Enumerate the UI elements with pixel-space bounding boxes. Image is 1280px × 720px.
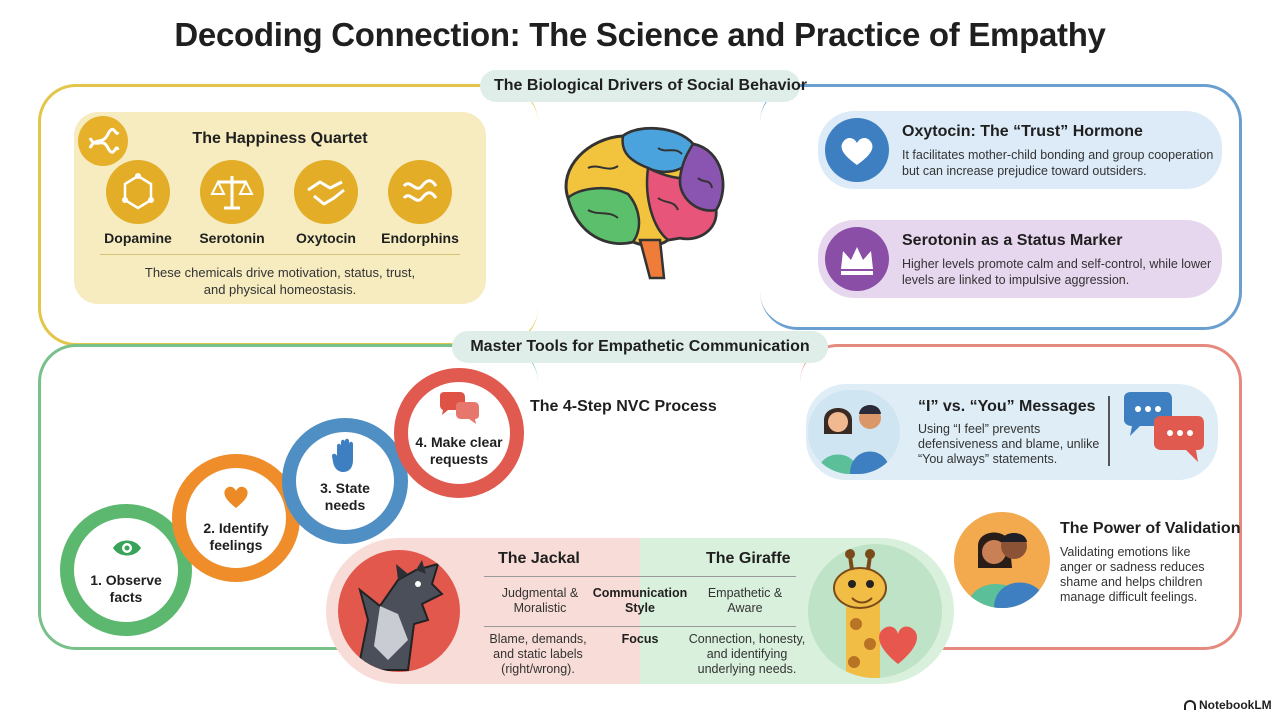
nvc-step-1-label: 1. Observe facts: [90, 572, 162, 605]
giraffe-icon: [808, 544, 942, 678]
hand-icon: [331, 438, 361, 479]
molecule-icon: [106, 160, 170, 224]
speech-bubbles-icon: [1120, 392, 1210, 473]
giraffe-focus: Connection, honesty, and identifying und…: [688, 632, 806, 676]
table-line-2: [484, 626, 796, 627]
nvc-step-3-label: 3. State needs: [320, 480, 370, 513]
heart-icon: [825, 118, 889, 182]
heart-icon: [222, 484, 250, 515]
oxytocin-title: Oxytocin: The “Trust” Hormone: [902, 123, 1143, 140]
page-title: Decoding Connection: The Science and Pra…: [174, 16, 1106, 53]
quartet-description: These chemicals drive motivation, status…: [144, 265, 416, 297]
nvc-step-4: 4. Make clear requests: [394, 368, 524, 498]
happiness-quartet-panel: The Happiness Quartet Dopamine Serotonin…: [74, 112, 486, 304]
i-you-text: Using “I feel” prevents defensiveness an…: [918, 422, 1100, 466]
serotonin-title: Serotonin as a Status Marker: [902, 232, 1123, 249]
oxytocin-text: It facilitates mother-child bonding and …: [902, 148, 1214, 178]
row-label-style: Communication Style: [592, 586, 688, 615]
speech-divider: [1108, 396, 1110, 466]
quartet-title: The Happiness Quartet: [192, 130, 368, 147]
jackal-focus: Blame, demands, and static labels (right…: [489, 632, 587, 676]
dna-icon: [78, 116, 128, 166]
chemical-label-endorphins: Endorphins: [381, 230, 459, 246]
section-header-biology: The Biological Drivers of Social Behavio…: [480, 70, 807, 102]
wolf-icon: [338, 550, 460, 672]
brain-icon: [548, 118, 732, 284]
validation-text: Validating emotions like anger or sadnes…: [1060, 545, 1205, 604]
crown-icon: [825, 227, 889, 291]
validation-title: The Power of Validation: [1060, 520, 1241, 537]
section-header-communication: Master Tools for Empathetic Communicatio…: [452, 331, 828, 363]
scales-icon: [200, 160, 264, 224]
chemical-label-dopamine: Dopamine: [104, 230, 172, 246]
hug-icon: [954, 512, 1050, 608]
nvc-step-2-label: 2. Identify feelings: [203, 520, 269, 553]
notebooklm-logo-icon: [1184, 700, 1196, 710]
notebooklm-brand: NotebookLM: [1184, 698, 1272, 712]
nvc-step-3: 3. State needs: [282, 418, 408, 544]
quartet-divider: [100, 254, 460, 255]
nvc-step-2: 2. Identify feelings: [172, 454, 300, 582]
serotonin-card: Serotonin as a Status Marker Higher leve…: [818, 220, 1222, 298]
couple-icon: [808, 390, 900, 474]
nvc-step-4-label: 4. Make clear requests: [415, 434, 503, 467]
jackal-title: The Jackal: [498, 550, 580, 567]
wave-icon: [388, 160, 452, 224]
top-right-frame: [760, 84, 1242, 330]
jackal-giraffe-comparison: The Jackal The Giraffe Judgmental & Mora…: [326, 538, 954, 684]
chemical-label-oxytocin: Oxytocin: [296, 230, 356, 246]
bottom-right-frame: [800, 344, 1242, 650]
i-you-messages-card: “I” vs. “You” Messages Using “I feel” pr…: [806, 384, 1218, 480]
row-label-focus: Focus: [621, 632, 659, 646]
i-you-title: “I” vs. “You” Messages: [918, 398, 1096, 415]
oxytocin-card: Oxytocin: The “Trust” Hormone It facilit…: [818, 111, 1222, 189]
jackal-style: Judgmental & Moralistic: [501, 586, 579, 615]
serotonin-text: Higher levels promote calm and self-cont…: [902, 257, 1212, 287]
table-line-1: [484, 576, 796, 577]
giraffe-style: Empathetic & Aware: [707, 586, 783, 615]
handshake-icon: [294, 160, 358, 224]
chat-bubbles-icon: [438, 392, 480, 429]
giraffe-title: The Giraffe: [706, 550, 791, 567]
bottom-left-frame: [38, 344, 538, 650]
chemical-label-serotonin: Serotonin: [199, 230, 265, 246]
brand-label: NotebookLM: [1199, 698, 1272, 712]
eye-icon: [111, 536, 143, 565]
nvc-process-title: The 4-Step NVC Process: [530, 398, 717, 415]
